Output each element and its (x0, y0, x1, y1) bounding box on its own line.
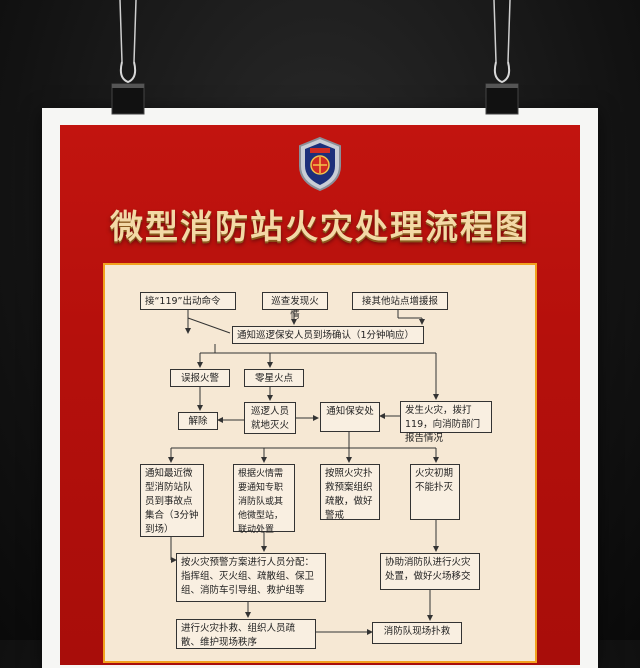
page-title: 微型消防站火灾处理流程图 (110, 207, 530, 246)
flow-node-assign-by-plan: 按火灾预警方案进行人员分配：指挥组、灭火组、疏散组、保卫组、消防车引导组、救护组… (176, 553, 326, 602)
fire-rescue-badge-icon (299, 136, 341, 192)
flow-node-fire-occurs: 发生火灾，拨打119，向消防部门报告情况 (400, 401, 492, 444)
flow-node-patrol-found: 巡查发现火情 (262, 292, 328, 321)
flow-node-patrol-extinguish: 巡逻人员就地灭火 (244, 402, 296, 434)
flow-node-receive-119: 接“119”出动命令 (140, 292, 236, 310)
flow-node-early-fail: 火灾初期不能扑灭 (410, 464, 460, 520)
flow-node-carry-out: 进行火灾扑救、组织人员疏散、维护现场秩序 (176, 619, 316, 649)
binder-clip-right-icon (485, 0, 519, 115)
flow-node-cancel: 解除 (178, 412, 218, 430)
flow-node-other-station: 接其他站点增援报 (352, 292, 448, 310)
flow-node-small-fire: 零星火点 (244, 369, 304, 387)
binder-clip-left-icon (111, 0, 145, 115)
flow-node-per-plan-evacuate: 按照火灾扑救预案组织疏散，做好警戒 (320, 464, 380, 521)
flow-node-notify-patrol: 通知巡逻保安人员到场确认（1分钟响应） (232, 326, 424, 344)
flow-node-assist-fire-brigade: 协助消防队进行火灾处置，做好火场移交 (380, 553, 480, 590)
flow-node-per-fire-situation: 根据火情需要通知专职消防队或其他微型站，联动处置 (233, 464, 295, 535)
flow-node-fire-brigade-scene: 消防队现场扑救 (372, 622, 462, 644)
flow-node-notify-nearest: 通知最近微型消防站队员到事故点集合（3分钟到场） (140, 464, 204, 537)
flowchart-connectors (168, 309, 439, 635)
flow-node-notify-security: 通知保安处 (320, 402, 380, 432)
flow-node-false-alarm: 误报火警 (170, 369, 230, 387)
